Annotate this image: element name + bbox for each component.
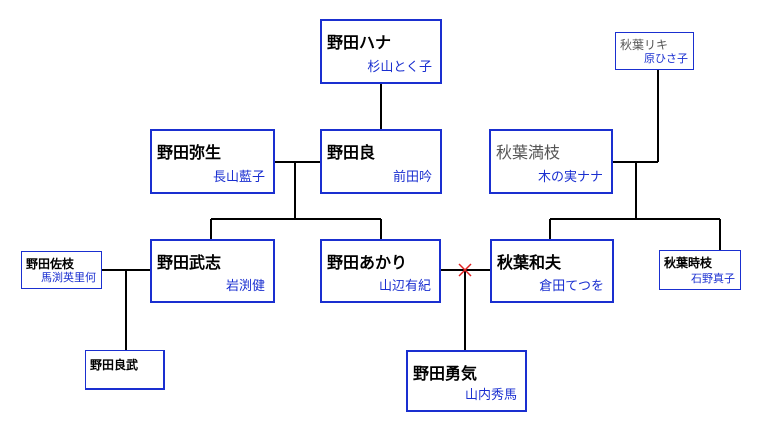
actor-name: 倉田てつを [539,279,604,294]
person-name: 野田あかり [327,253,408,272]
person-noda-ryobu: 野田良武 [85,350,165,390]
person-name: 秋葉リキ [620,38,669,52]
person-akiba-mie: 秋葉満枝 木の実ナナ [489,129,613,194]
actor-name: 岩渕健 [225,279,265,294]
actor-name: 原ひさ子 [644,52,688,65]
divorce-mark [458,263,472,277]
person-noda-yuki: 野田勇気 山内秀馬 [406,350,527,412]
person-noda-ryo: 野田良 前田吟 [320,129,442,194]
person-name: 秋葉時枝 [664,256,713,270]
person-name: 野田佐枝 [26,257,75,271]
person-name: 野田勇気 [413,364,478,383]
actor-name: 前田吟 [392,170,432,185]
person-name: 野田ハナ [327,33,392,52]
person-noda-yayoi: 野田弥生 長山藍子 [150,129,275,194]
person-name: 野田良武 [90,358,139,372]
person-akiba-kazuo: 秋葉和夫 倉田てつを [490,239,614,303]
person-name: 野田良 [327,143,376,162]
person-name: 野田弥生 [157,143,222,162]
actor-name: 木の実ナナ [537,170,603,185]
person-noda-sae: 野田佐枝 馬渕英里何 [21,251,102,289]
person-noda-hana: 野田ハナ 杉山とく子 [320,19,442,84]
actor-name: 山内秀馬 [464,388,517,403]
actor-name: 長山藍子 [212,170,265,185]
actor-name: 杉山とく子 [367,60,432,75]
person-akiba-riki: 秋葉リキ 原ひさ子 [615,32,694,70]
person-noda-takeshi: 野田武志 岩渕健 [150,239,275,303]
person-akiba-tokie: 秋葉時枝 石野真子 [659,250,741,290]
person-name: 野田武志 [157,253,222,272]
actor-name: 石野真子 [691,272,735,285]
person-noda-akari: 野田あかり 山辺有紀 [320,239,441,303]
person-name: 秋葉満枝 [496,143,561,162]
actor-name: 馬渕英里何 [41,271,96,284]
actor-name: 山辺有紀 [378,279,431,294]
person-name: 秋葉和夫 [497,253,562,272]
